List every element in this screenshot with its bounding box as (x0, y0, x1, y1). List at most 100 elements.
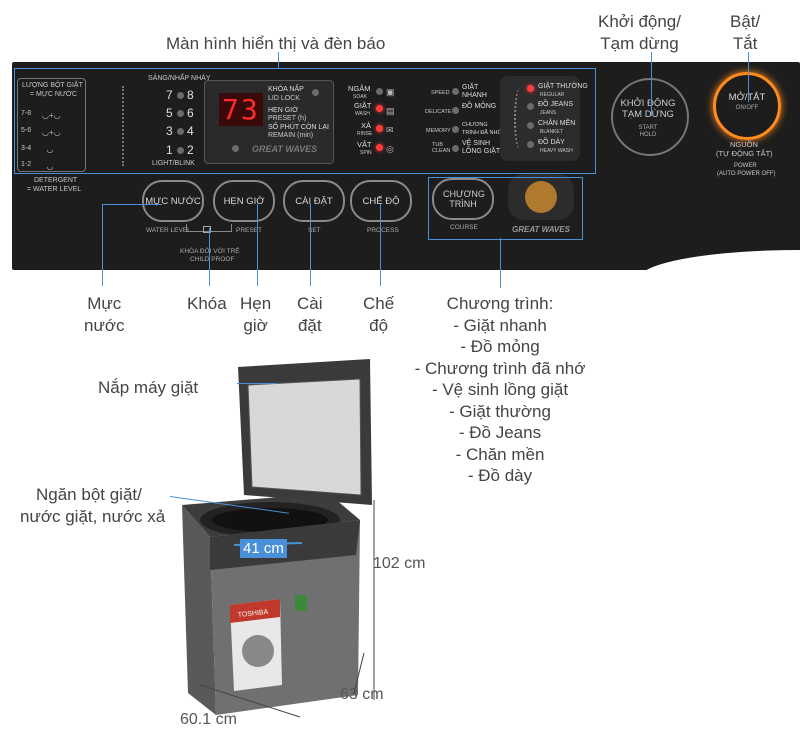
power-button-label: MỞ/TẮT (728, 92, 766, 103)
power-label: NGUỒN (730, 140, 758, 149)
programs-callout: Chương trình: - Giặt nhanh - Đồ mỏng - C… (412, 293, 588, 487)
course-vi: CHƯƠNG TRÌNH ĐÃ NHỚ (462, 122, 503, 136)
program-item: - Giặt nhanh (453, 315, 547, 335)
course-led-heavy (527, 141, 534, 148)
step-label: VẮT (357, 140, 372, 149)
diameter-label: 41 cm (240, 539, 287, 558)
sticker-header (230, 599, 280, 623)
step-led-soak (376, 88, 383, 95)
step-led-rinse (376, 125, 383, 132)
course-led-regular (527, 85, 534, 92)
power-button[interactable] (713, 72, 781, 140)
programs-title: Chương trình: (446, 294, 554, 313)
detergent-level: 5-6 (21, 127, 32, 134)
lid-pointer-line (237, 383, 277, 384)
lid-lock-label: KHÓA NẮP (268, 86, 304, 93)
detergent-header-2: = MỰC NƯỚC (30, 91, 77, 98)
start-hold-button[interactable] (611, 78, 689, 156)
course-led (452, 126, 459, 133)
width-label: 60.1 cm (180, 711, 237, 728)
power-button-sub: ON/OFF (735, 105, 759, 111)
child-lock-label-en: CHILD PROOF (190, 256, 235, 263)
course-en: TUB CLEAN (432, 142, 451, 154)
blink-number: 1 (166, 143, 173, 157)
course-en: MEMORY (426, 128, 451, 134)
program-item: - Giặt thường (449, 401, 551, 421)
course-en: JEANS (540, 110, 557, 116)
preset-label-en: PRESET (h) (268, 115, 307, 122)
set-button[interactable]: CÀI ĐẶT (283, 180, 345, 222)
program-item: - Vệ sinh lồng giặt (431, 380, 569, 399)
blink-number: 4 (187, 124, 194, 138)
course-vi: ĐỒ DÀY (538, 139, 565, 146)
tub-inner (212, 508, 328, 532)
preset-button[interactable]: HẸN GIỜ (213, 180, 275, 222)
start-hold-sub: START HOLD (638, 125, 658, 138)
start-hold-label: KHỞI ĐỘNG TẠM DỪNG (620, 98, 676, 120)
depth-dimension-line (353, 652, 365, 694)
blink-footer: LIGHT/BLINK (152, 160, 195, 167)
course-button-label: CHƯƠNG TRÌNH (443, 189, 485, 209)
water-level-pointer-h (102, 204, 162, 205)
step-led-spin (376, 144, 383, 151)
detergent-box (17, 78, 86, 172)
great-waves-button[interactable] (508, 174, 574, 220)
process-sub: PROCESS (367, 227, 399, 234)
step-label-en: WASH (355, 111, 370, 117)
start-pointer-line (651, 52, 652, 116)
power-label: POWER (734, 163, 757, 169)
on-off-callout: Bật/Tắt (730, 12, 761, 53)
course-led-blanket (527, 122, 534, 129)
course-led (452, 88, 459, 95)
blink-number: 5 (166, 106, 173, 120)
course-vi: GIẶT NHANH (462, 84, 487, 99)
detergent-footer-1: DETERGENT (34, 177, 78, 184)
brand-text: TOSHIBA (237, 609, 268, 619)
step-label-en: SPIN (360, 150, 372, 156)
blink-number: 7 (166, 88, 173, 102)
step-icons: ▣▤✉◎ (386, 87, 395, 154)
course-en: HEAVY WASH (540, 148, 573, 154)
step-label: XẢ (361, 121, 372, 130)
water-level-button[interactable]: MỰC NƯỚC (142, 180, 204, 222)
course-en: REGULAR (540, 92, 565, 98)
dotted-separator (122, 86, 124, 166)
lid-lock-label-en: LID LOCK (268, 95, 300, 102)
set-pointer-line (310, 204, 311, 286)
course-pointer-line (500, 238, 501, 288)
width-dimension-line (199, 684, 301, 718)
energy-label (295, 595, 307, 611)
start-pause-callout: Khởi động/Tạm dừng (598, 12, 681, 53)
step-led-wash (376, 105, 383, 112)
lock-pointer-line (209, 228, 210, 286)
great-waves-logo-icon (525, 181, 557, 213)
display-callout: Màn hình hiển thị và đèn báo (166, 34, 386, 53)
lid-callout: Nắp máy giặt (98, 378, 199, 397)
preset-label: HẸN GIỜ (268, 107, 299, 114)
blink-header: SÁNG/NHẤP NHÁY (148, 75, 211, 82)
preset-sub: PRESET (236, 227, 263, 234)
course-vi: GIẶT THƯỜNG (538, 83, 588, 90)
blink-number: 6 (187, 106, 194, 120)
water-level-pointer-line (102, 204, 103, 286)
detergent-cup-icons: ◡+◡◡+◡ ◡ ◡ (42, 111, 61, 171)
lcd-brand: GREAT WAVES (252, 144, 318, 154)
program-item: - Chương trình đã nhớ (414, 358, 586, 378)
course-button[interactable]: CHƯƠNG TRÌNH (432, 178, 494, 220)
program-item: - Chăn mền (455, 444, 545, 464)
course-vi: CHĂN MỀN (538, 120, 576, 127)
set-sub: SET (308, 227, 321, 234)
blink-number: 3 (166, 124, 173, 138)
lock-callout: Khóa (187, 294, 227, 313)
lid-lock-led (312, 89, 319, 96)
program-item: - Đồ dày (467, 466, 533, 485)
process-pointer-line (380, 204, 381, 286)
preset-pointer-line (257, 204, 258, 286)
process-button[interactable]: CHẾ ĐỘ (350, 180, 412, 222)
sticker-drum-icon (242, 635, 274, 667)
step-label-en: SOAK (353, 94, 367, 100)
step-label: NGÂM (348, 84, 371, 93)
depth-label: 63 cm (340, 686, 384, 703)
